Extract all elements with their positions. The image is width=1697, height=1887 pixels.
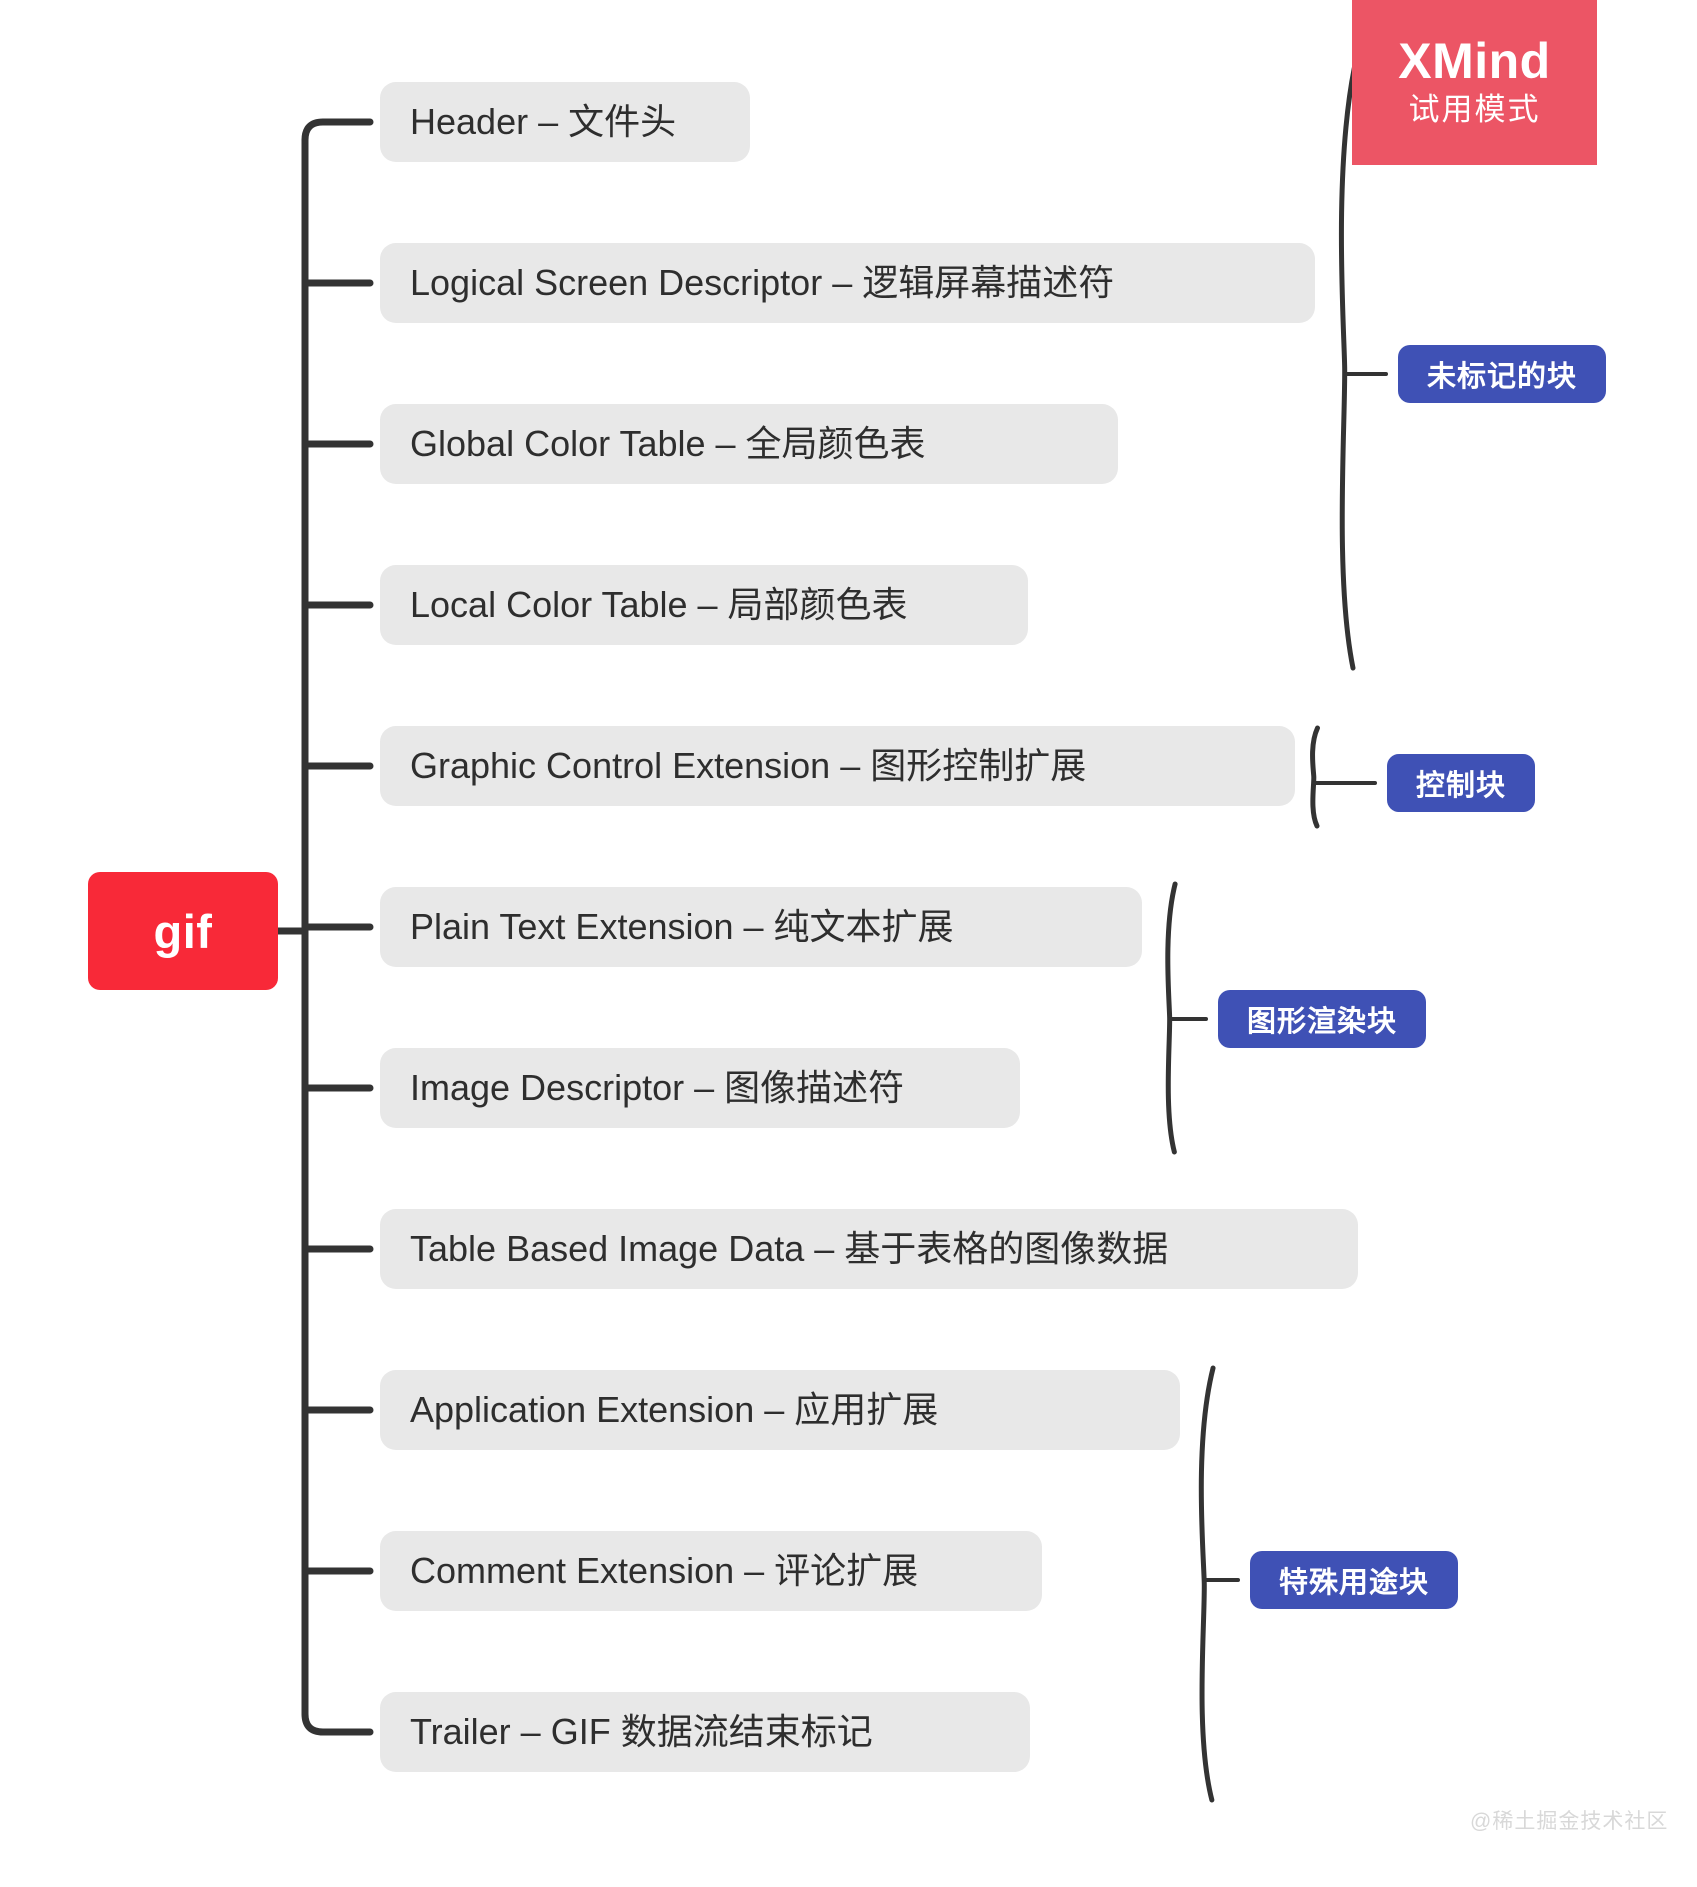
topic-node[interactable]: Plain Text Extension – 纯文本扩展 — [380, 887, 1142, 967]
boundary-label-text: 特殊用途块 — [1278, 1567, 1429, 1599]
topic-node[interactable]: Global Color Table – 全局颜色表 — [380, 404, 1118, 484]
boundary-label-text: 未标记的块 — [1426, 361, 1577, 393]
topic-node[interactable]: Header – 文件头 — [380, 82, 750, 162]
boundary-label-text: 控制块 — [1415, 770, 1506, 802]
topic-node-label: Table Based Image Data – 基于表格的图像数据 — [410, 1228, 1169, 1269]
xmind-trial-watermark: XMind 试用模式 — [1352, 0, 1597, 165]
topic-node-label: Comment Extension – 评论扩展 — [410, 1550, 919, 1591]
xmind-title: XMind — [1398, 33, 1551, 90]
topic-node-label: Application Extension – 应用扩展 — [410, 1389, 939, 1430]
boundary-label[interactable]: 未标记的块 — [1398, 345, 1606, 403]
xmind-subtitle: 试用模式 — [1408, 91, 1541, 127]
topic-node[interactable]: Local Color Table – 局部颜色表 — [380, 565, 1028, 645]
topic-node-label: Graphic Control Extension – 图形控制扩展 — [410, 745, 1087, 786]
topic-node[interactable]: Application Extension – 应用扩展 — [380, 1370, 1180, 1450]
topic-node[interactable]: Graphic Control Extension – 图形控制扩展 — [380, 726, 1295, 806]
site-watermark: @稀土掘金技术社区 — [1470, 1810, 1669, 1833]
boundary-label[interactable]: 特殊用途块 — [1250, 1551, 1458, 1609]
topic-node-label: Header – 文件头 — [410, 101, 677, 142]
topic-node-label: Trailer – GIF 数据流结束标记 — [410, 1711, 873, 1752]
boundary-label[interactable]: 图形渲染块 — [1218, 990, 1426, 1048]
branch-wire — [301, 118, 374, 144]
boundary-label-text: 图形渲染块 — [1246, 1006, 1397, 1038]
topic-node[interactable]: Trailer – GIF 数据流结束标记 — [380, 1692, 1030, 1772]
root-node-gif[interactable]: gif — [88, 872, 278, 990]
topic-node-label: Global Color Table – 全局颜色表 — [410, 423, 926, 464]
topic-node-label: Plain Text Extension – 纯文本扩展 — [410, 906, 954, 947]
topic-node[interactable]: Image Descriptor – 图像描述符 — [380, 1048, 1020, 1128]
boundary-label[interactable]: 控制块 — [1387, 754, 1535, 812]
topic-node-label: Logical Screen Descriptor – 逻辑屏幕描述符 — [410, 262, 1115, 303]
topic-node[interactable]: Comment Extension – 评论扩展 — [380, 1531, 1042, 1611]
boundary-brace — [1198, 1365, 1216, 1803]
boundary-brace — [1310, 725, 1320, 829]
boundary-brace — [1165, 881, 1178, 1155]
root-node-label: gif — [153, 904, 213, 958]
topic-node-label: Local Color Table – 局部颜色表 — [410, 584, 908, 625]
topic-node[interactable]: Logical Screen Descriptor – 逻辑屏幕描述符 — [380, 243, 1315, 323]
topic-node[interactable]: Table Based Image Data – 基于表格的图像数据 — [380, 1209, 1358, 1289]
topic-node-label: Image Descriptor – 图像描述符 — [410, 1067, 905, 1108]
branch-wire — [301, 1710, 374, 1736]
